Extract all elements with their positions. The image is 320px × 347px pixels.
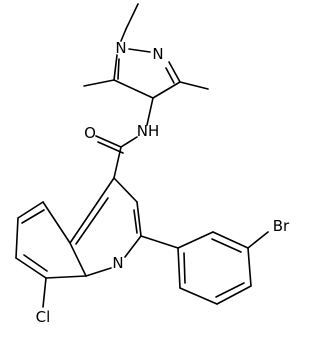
atom-label-n1: N xyxy=(115,39,126,57)
atom-label-n2: N xyxy=(152,45,163,63)
structure-diagram: N N NH O N Br Cl xyxy=(15,3,290,326)
bond-lines xyxy=(15,3,269,308)
atom-label-nh: NH xyxy=(137,122,160,140)
atom-label-oxygen: O xyxy=(84,124,96,142)
atom-label-bromine: Br xyxy=(273,217,290,235)
atom-label-chlorine: Cl xyxy=(36,308,51,326)
atom-label-quinoline-n: N xyxy=(112,254,123,272)
molecule-drawing: N N NH O N Br Cl xyxy=(15,3,290,326)
atom-labels: N N NH O N Br Cl xyxy=(36,39,290,326)
double-bond-inner-lines xyxy=(21,58,245,298)
